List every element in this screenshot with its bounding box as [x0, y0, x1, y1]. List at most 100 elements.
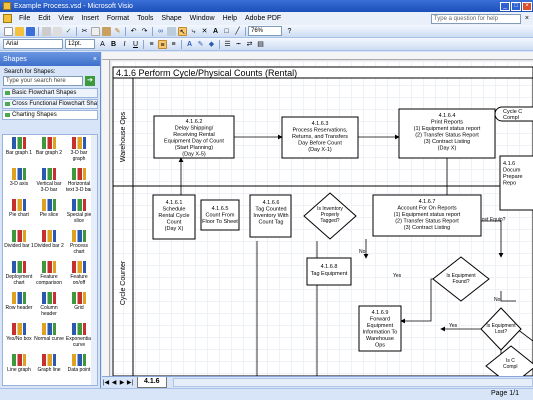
underline-button[interactable]: U	[132, 40, 139, 48]
connector-tool-icon[interactable]: ⤷	[191, 27, 196, 35]
connection-point-icon[interactable]: ✕	[201, 27, 208, 35]
undo-icon[interactable]: ↶	[130, 27, 137, 35]
line-color-icon[interactable]: ✎	[197, 40, 204, 48]
stencil-shape-item[interactable]: Yes/No box	[4, 323, 34, 342]
stencil-shape-item[interactable]: Line graph	[4, 354, 34, 373]
document-icon[interactable]	[3, 14, 12, 23]
grow-font-icon[interactable]: A	[100, 40, 105, 48]
last-page-icon[interactable]: ▶|	[126, 380, 134, 386]
pointer-tool-icon[interactable]: ↖	[178, 26, 187, 36]
stencil-shape-item[interactable]: Pie chart	[4, 199, 34, 218]
stencil-shape-item[interactable]: Normal curve	[34, 323, 64, 342]
font-color-icon[interactable]: A	[186, 40, 193, 48]
text-tool-icon[interactable]: A	[212, 27, 219, 35]
help-icon[interactable]: ?	[287, 27, 292, 35]
search-go-button[interactable]: ➔	[85, 76, 95, 86]
line-ends-icon[interactable]: ⇄	[246, 40, 253, 48]
stencil-shape-item[interactable]: 3-D bar graph	[64, 137, 94, 162]
stencil-shape-item[interactable]: Graph line	[34, 354, 64, 373]
cut-icon[interactable]: ✂	[81, 27, 88, 35]
menu-edit[interactable]: Edit	[38, 15, 51, 22]
align-center-icon[interactable]: ≡	[158, 39, 167, 49]
stencil-shape-item[interactable]: Divided bar 1	[4, 230, 34, 249]
minimize-button[interactable]: _	[500, 1, 510, 11]
save-icon[interactable]	[26, 26, 35, 36]
stencil-shape-item[interactable]: Divided bar 2	[34, 230, 64, 249]
shadow-icon[interactable]: ▤	[257, 40, 264, 48]
close-button[interactable]: ×	[522, 1, 532, 11]
print-icon[interactable]	[42, 26, 51, 36]
drawing-area[interactable]: 4.1.6 Perform Cycle/Physical Counts (Ren…	[102, 52, 533, 376]
menu-adobe-pdf[interactable]: Adobe PDF	[244, 15, 282, 22]
line-tool-icon[interactable]: ╱	[235, 27, 240, 35]
stencil-shape-item[interactable]: Grid	[64, 292, 94, 311]
stencil-shape-item[interactable]: Deployment chart	[4, 261, 34, 286]
format-painter-icon[interactable]: ✎	[114, 27, 121, 35]
redo-icon[interactable]: ↷	[141, 27, 148, 35]
spelling-icon[interactable]: ✓	[65, 27, 72, 35]
maximize-button[interactable]: □	[511, 1, 521, 11]
shape-search-input[interactable]: Type your search here	[3, 76, 83, 86]
stencil-scrollbar[interactable]	[91, 135, 97, 385]
new-icon[interactable]	[4, 26, 13, 36]
stencil-shape-item[interactable]: Feature on/off	[64, 261, 94, 286]
menu-help[interactable]: Help	[222, 15, 237, 22]
bold-button[interactable]: B	[110, 40, 117, 48]
font-size-select[interactable]: 12pt.	[65, 39, 95, 49]
stencil-shape-item[interactable]: Data point	[64, 354, 94, 373]
stencil-shape-item[interactable]: Exponential curve	[64, 323, 94, 348]
line-pattern-icon[interactable]: ┅	[236, 40, 241, 48]
zoom-select[interactable]: 76%	[248, 26, 282, 36]
stencil-icon[interactable]	[167, 26, 176, 36]
next-page-icon[interactable]: ▶	[119, 380, 125, 386]
stencil-charting[interactable]: Charting Shapes	[2, 110, 98, 120]
page-tab-active[interactable]: 4.1.6	[137, 377, 167, 388]
stencil-shape-item[interactable]: Pie slice	[34, 199, 64, 218]
open-icon[interactable]	[15, 26, 24, 36]
copy-icon[interactable]	[91, 26, 100, 36]
prev-page-icon[interactable]: ◀	[111, 380, 117, 386]
line-weight-icon[interactable]: ☰	[224, 40, 231, 48]
drawing-page[interactable]: 4.1.6 Perform Cycle/Physical Counts (Ren…	[111, 61, 533, 376]
stencil-shape-item[interactable]: Vertical bar 3-D bar	[34, 168, 64, 193]
stencil-shape-item[interactable]: Column header	[34, 292, 64, 317]
fill-color-icon[interactable]: ◆	[208, 40, 215, 48]
stencil-shape-item[interactable]: Row header	[4, 292, 34, 311]
first-page-icon[interactable]: |◀	[102, 380, 110, 386]
menu-tools[interactable]: Tools	[137, 15, 154, 22]
help-search-input[interactable]: Type a question for help	[430, 13, 521, 24]
stencil-shape-item[interactable]: Bar graph 2	[34, 137, 64, 156]
menu-view[interactable]: View	[58, 15, 74, 22]
stencil-shape-item[interactable]: 3-D axis	[4, 168, 34, 187]
stencil-shape-item[interactable]: Process chart	[64, 230, 94, 255]
italic-button[interactable]: I	[123, 40, 126, 48]
close-panel-icon[interactable]: ×	[92, 55, 97, 63]
menu-format[interactable]: Format	[106, 15, 130, 22]
close-document-icon[interactable]: ×	[524, 15, 529, 22]
menu-window[interactable]: Window	[189, 15, 215, 22]
stencil-shape-item[interactable]: Horizontal text 3-D bar	[64, 168, 94, 193]
menu-insert[interactable]: Insert	[81, 15, 99, 22]
print-preview-icon[interactable]	[53, 26, 62, 36]
stencil-cross-functional[interactable]: Cross Functional Flowchart Sha...	[2, 99, 98, 109]
menu-shape[interactable]: Shape	[161, 15, 182, 22]
stencil-shape-item[interactable]: Feature comparison	[34, 261, 64, 286]
align-left-icon[interactable]: ≡	[149, 40, 154, 48]
stencil-basic-flowchart[interactable]: Basic Flowchart Shapes	[2, 88, 98, 98]
hyperlink-icon[interactable]: ∞	[158, 27, 163, 35]
